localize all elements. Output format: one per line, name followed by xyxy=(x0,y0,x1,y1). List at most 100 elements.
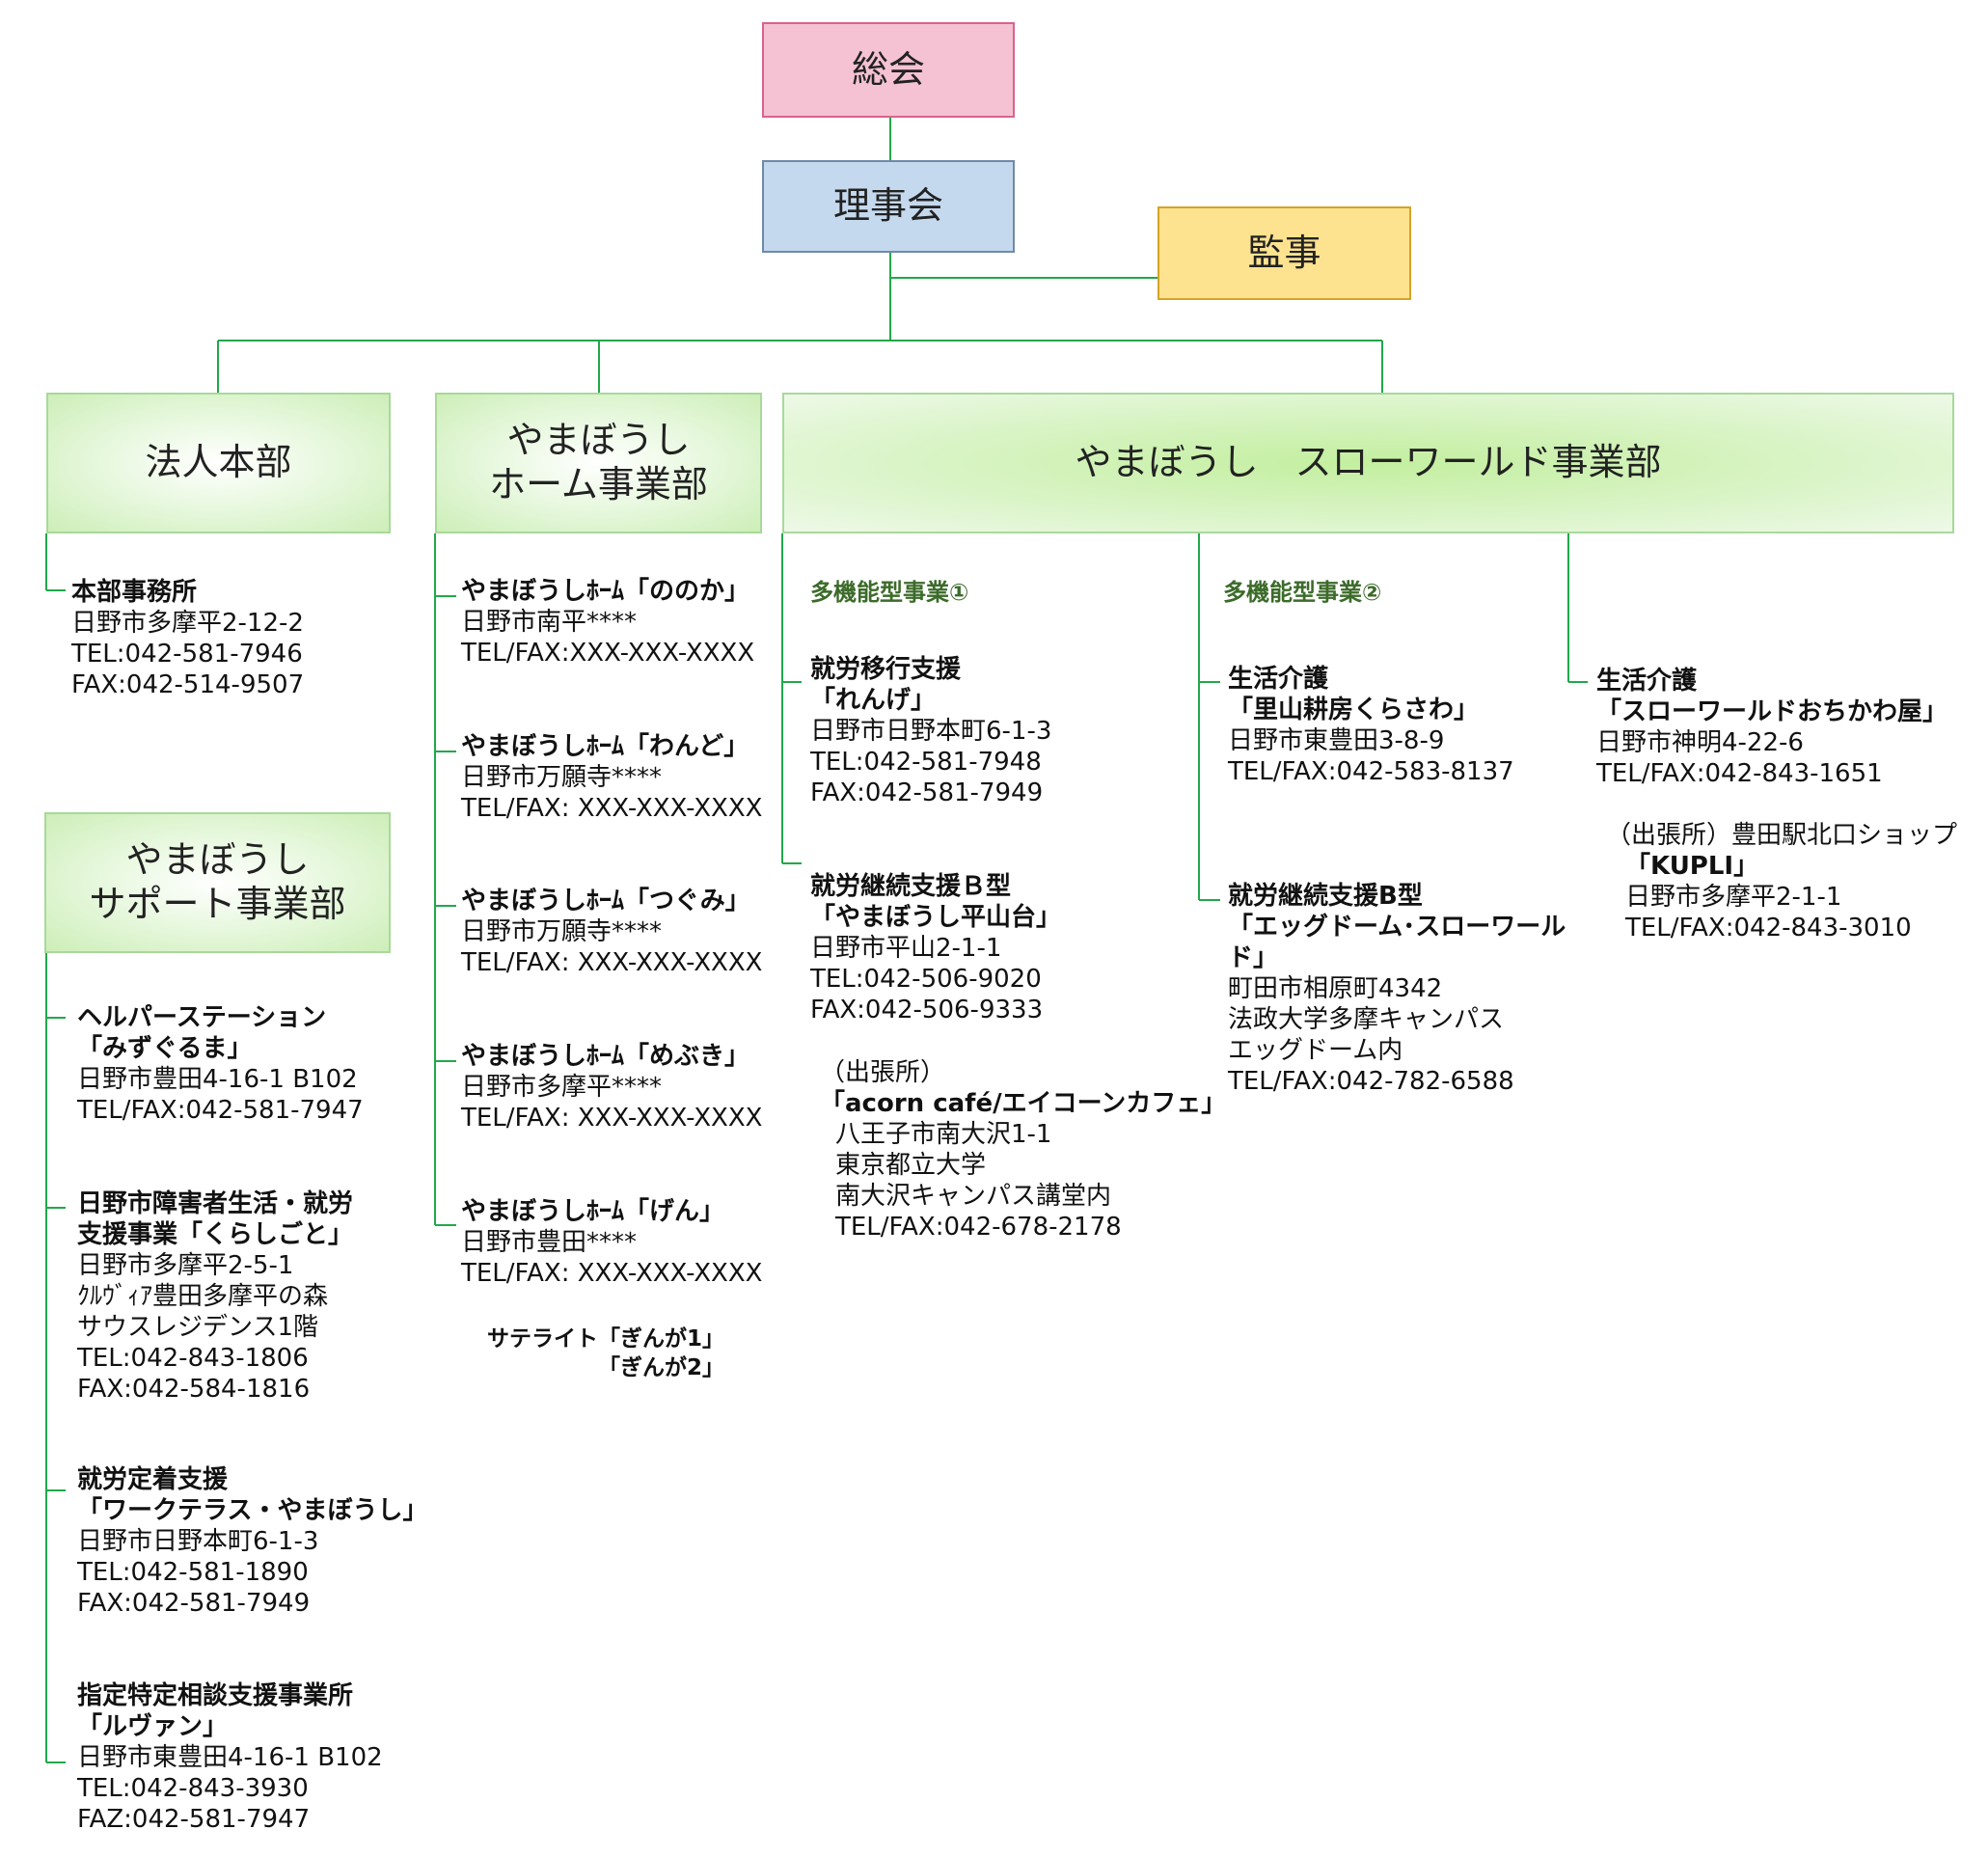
general-assembly-box: 総会 xyxy=(762,22,1015,118)
satellite-line-2: 「ぎんが2」 xyxy=(598,1355,725,1380)
slow-col3-entry: 生活介護 「スローワールドおちかわ屋」 日野市神明4-22-6 TEL/FAX:… xyxy=(1596,666,1947,789)
slow-col1-title: 「やまぼうし平山台」 xyxy=(810,903,1062,932)
support-entry-title: 就労定着支援 xyxy=(77,1465,229,1494)
board-label: 理事会 xyxy=(832,184,943,228)
home-entry-address: 日野市万願寺**** xyxy=(461,917,663,946)
support-entry-line: FAX:042-581-7949 xyxy=(77,1589,311,1618)
slow-world-department-box: やまぼうし スローワールド事業部 xyxy=(782,393,1954,533)
support-entry-title: 「ルヴァン」 xyxy=(77,1712,229,1741)
support-entry-line: TEL:042-581-1890 xyxy=(77,1558,309,1587)
slow-col2-line: 町田市相原町4342 xyxy=(1228,974,1443,1003)
slow-world-department-label: やまぼうし スローワールド事業部 xyxy=(1075,441,1662,484)
slow-col2-title: 就労継続支援B型 xyxy=(1228,882,1423,911)
home-entry-tel: TEL/FAX:XXX-XXX-XXXX xyxy=(461,639,755,668)
support-entry-line: ｸﾙｳﾞｨｱ豊田多摩平の森 xyxy=(77,1282,329,1311)
slow-col1-line: FAX:042-506-9333 xyxy=(810,996,1044,1024)
support-entry-line: FAZ:042-581-7947 xyxy=(77,1805,311,1834)
slow-col2-title: 「里山耕房くらさわ」 xyxy=(1228,696,1480,724)
slow-col3-line: TEL/FAX:042-843-1651 xyxy=(1596,759,1883,788)
slow-col1-title: 就労継続支援Ｂ型 xyxy=(810,872,1012,901)
support-department-label-2: サポート事業部 xyxy=(89,883,346,925)
support-entry: 就労定着支援 「ワークテラス・やまぼうし」 日野市日野本町6-1-3 TEL:0… xyxy=(77,1464,427,1619)
support-entry-line: 日野市多摩平2-5-1 xyxy=(77,1251,294,1280)
acorn-cafe-title: 「acorn café/エイコーンカフェ」 xyxy=(820,1089,1227,1118)
home-entry-tel: TEL/FAX: XXX-XXX-XXXX xyxy=(461,1104,763,1133)
board-box: 理事会 xyxy=(762,160,1015,253)
acorn-cafe-line: TEL/FAX:042-678-2178 xyxy=(835,1213,1122,1242)
slow-col1-line: FAX:042-581-7949 xyxy=(810,778,1044,807)
acorn-cafe-line: 八王子市南大沢1-1 xyxy=(835,1120,1052,1149)
hq-office-fax: FAX:042-514-9507 xyxy=(71,670,305,699)
support-entry-line: FAX:042-584-1816 xyxy=(77,1375,311,1404)
hq-office-tel: TEL:042-581-7946 xyxy=(71,640,303,669)
slow-col2-entry: 生活介護 「里山耕房くらさわ」 日野市東豊田3-8-9 TEL/FAX:042-… xyxy=(1228,664,1514,787)
slow-col1-title: 「れんげ」 xyxy=(810,686,937,715)
slow-col2-entry: 就労継続支援B型 「エッグドーム･スローワール ド」 町田市相原町4342 法政… xyxy=(1228,881,1566,1097)
slow-col1-line: 日野市日野本町6-1-3 xyxy=(810,717,1052,746)
auditor-box: 監事 xyxy=(1157,206,1411,300)
slow-col2-line: 法政大学多摩キャンパス xyxy=(1228,1005,1505,1034)
support-entry-line: 日野市豊田4-16-1 B102 xyxy=(77,1065,358,1094)
slow-col2-line: エッグドーム内 xyxy=(1228,1036,1403,1065)
home-entry-address: 日野市多摩平**** xyxy=(461,1073,663,1102)
slow-col3-title: 「スローワールドおちかわ屋」 xyxy=(1596,697,1948,726)
slow-col2-title: 「エッグドーム･スローワール xyxy=(1228,913,1566,942)
home-entry-title: やまぼうしﾎｰﾑ「ののか」 xyxy=(461,577,750,606)
home-entry: やまぼうしﾎｰﾑ「つぐみ」 日野市万願寺**** TEL/FAX: XXX-XX… xyxy=(461,886,762,978)
hq-office-title: 本部事務所 xyxy=(71,578,198,607)
hq-office-entry: 本部事務所 日野市多摩平2-12-2 TEL:042-581-7946 FAX:… xyxy=(71,577,304,700)
home-department-label-1: やまぼうし xyxy=(506,419,691,462)
support-department-box: やまぼうし サポート事業部 xyxy=(44,812,391,953)
acorn-cafe-details: 八王子市南大沢1-1 東京都立大学 南大沢キャンパス講堂内 TEL/FAX:04… xyxy=(820,1119,1226,1243)
slow-col3-line: 日野市神明4-22-6 xyxy=(1596,728,1804,757)
home-entry-tel: TEL/FAX: XXX-XXX-XXXX xyxy=(461,794,763,823)
home-department-label-2: ホーム事業部 xyxy=(489,463,708,505)
kupli-line: TEL/FAX:042-843-3010 xyxy=(1625,914,1912,942)
home-entry: やまぼうしﾎｰﾑ「めぶき」 日野市多摩平**** TEL/FAX: XXX-XX… xyxy=(461,1041,762,1133)
home-entry-address: 日野市豊田**** xyxy=(461,1228,638,1257)
support-entry-title: 日野市障害者生活・就労 xyxy=(77,1189,354,1218)
home-department-box: やまぼうし ホーム事業部 xyxy=(435,393,762,533)
hq-department-box: 法人本部 xyxy=(46,393,391,533)
home-entry-title: やまぼうしﾎｰﾑ「めぶき」 xyxy=(461,1042,750,1071)
satellite-line-1: サテライト「ぎんが1」 xyxy=(487,1326,725,1352)
kupli-note: （出張所）豊田駅北口ショップ xyxy=(1606,821,1958,850)
support-entry-title: 「ワークテラス・やまぼうし」 xyxy=(77,1496,428,1525)
kupli-line: 日野市多摩平2-1-1 xyxy=(1625,883,1842,912)
auditor-label: 監事 xyxy=(1247,231,1321,274)
slow-col2-line: TEL/FAX:042-782-6588 xyxy=(1228,1067,1514,1096)
support-entry-line: 日野市日野本町6-1-3 xyxy=(77,1527,319,1556)
acorn-cafe-line: 南大沢キャンパス講堂内 xyxy=(835,1182,1112,1211)
acorn-cafe-entry: （出張所） 「acorn café/エイコーンカフェ」 八王子市南大沢1-1 東… xyxy=(820,1057,1226,1243)
home-entry: やまぼうしﾎｰﾑ「わんど」 日野市万願寺**** TEL/FAX: XXX-XX… xyxy=(461,731,762,824)
slow-col1-line: TEL:042-506-9020 xyxy=(810,965,1042,994)
hq-department-label: 法人本部 xyxy=(145,441,292,484)
home-entry: やまぼうしﾎｰﾑ「げん」 日野市豊田**** TEL/FAX: XXX-XXX-… xyxy=(461,1196,762,1289)
support-entry-title: 支援事業「くらしごと」 xyxy=(77,1220,354,1249)
home-entry-address: 日野市万願寺**** xyxy=(461,763,663,792)
slow-col1-line: TEL:042-581-7948 xyxy=(810,748,1042,777)
support-entry-title: 「みずぐるま」 xyxy=(77,1034,253,1063)
support-entry-line: 日野市東豊田4-16-1 B102 xyxy=(77,1743,383,1772)
kupli-title: 「KUPLI」 xyxy=(1625,852,1759,881)
support-entry: 指定特定相談支援事業所 「ルヴァン」 日野市東豊田4-16-1 B102 TEL… xyxy=(77,1680,383,1835)
home-entry-title: やまぼうしﾎｰﾑ「わんど」 xyxy=(461,732,749,761)
support-entry-line: TEL/FAX:042-581-7947 xyxy=(77,1096,364,1125)
support-entry-title: 指定特定相談支援事業所 xyxy=(77,1681,354,1710)
satellite-note: サテライト「ぎんが1」 「ぎんが2」 xyxy=(487,1324,724,1382)
slow-col1-entry: 就労継続支援Ｂ型 「やまぼうし平山台」 日野市平山2-1-1 TEL:042-5… xyxy=(810,871,1061,1025)
multi-function-1-heading: 多機能型事業① xyxy=(810,579,969,606)
slow-col3-title: 生活介護 xyxy=(1596,667,1698,696)
acorn-cafe-note: （出張所） xyxy=(820,1058,946,1087)
support-entry-line: TEL:042-843-1806 xyxy=(77,1344,309,1373)
home-entry-tel: TEL/FAX: XXX-XXX-XXXX xyxy=(461,948,763,977)
slow-col2-line: 日野市東豊田3-8-9 xyxy=(1228,726,1445,755)
slow-col1-title: 就労移行支援 xyxy=(810,655,962,684)
home-entry-title: やまぼうしﾎｰﾑ「げん」 xyxy=(461,1197,725,1226)
general-assembly-label: 総会 xyxy=(851,47,925,91)
support-entry: ヘルパーステーション 「みずぐるま」 日野市豊田4-16-1 B102 TEL/… xyxy=(77,1002,364,1126)
multi-function-2-heading: 多機能型事業② xyxy=(1223,579,1382,606)
slow-col2-title: ド」 xyxy=(1228,943,1279,972)
